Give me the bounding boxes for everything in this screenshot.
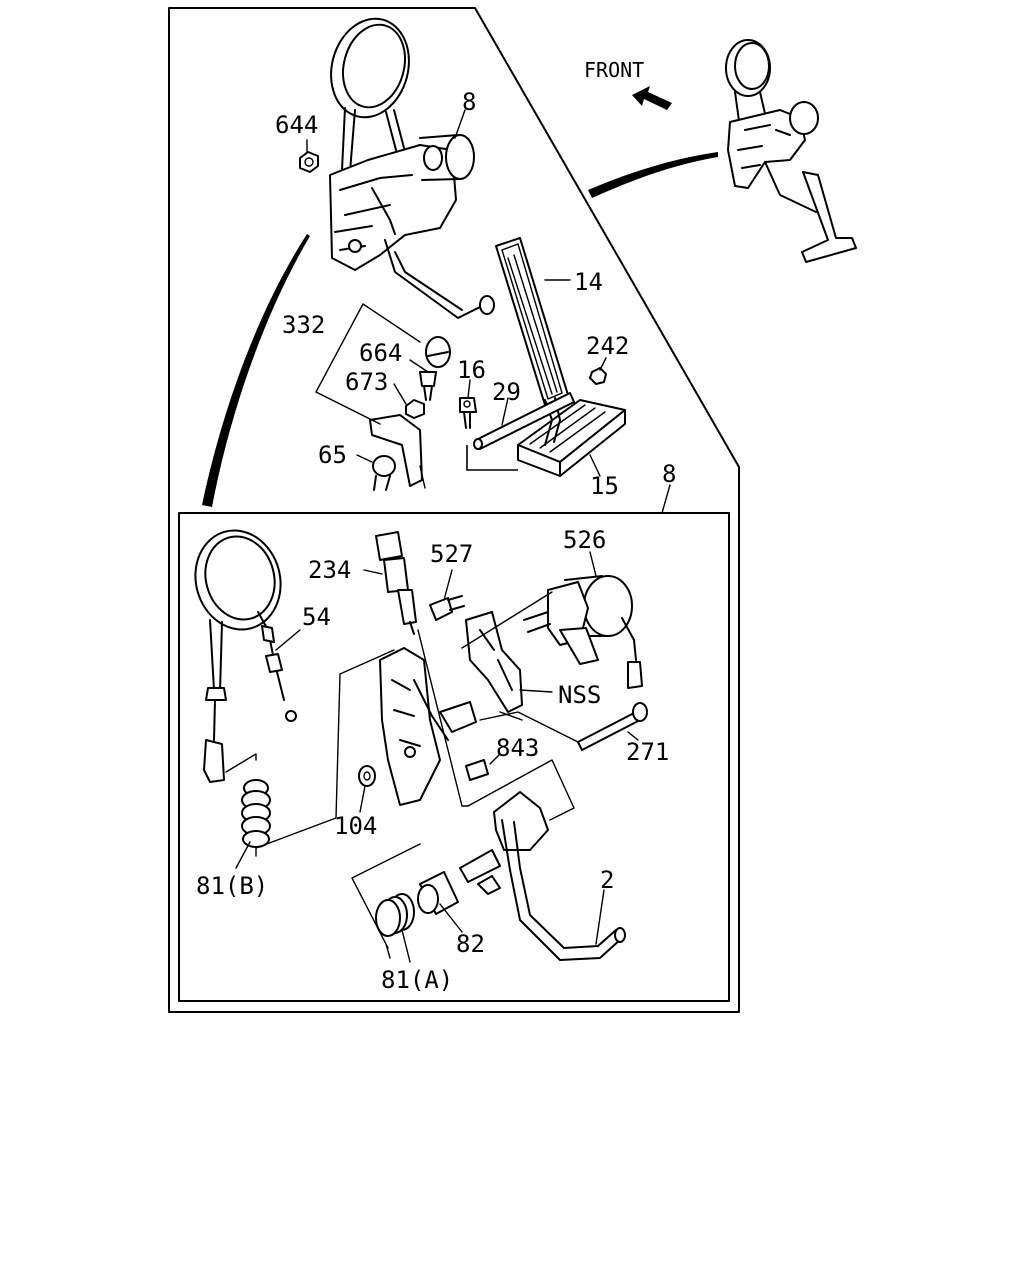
rod-29 (473, 392, 575, 450)
label-2: 2 (600, 866, 614, 894)
label-29: 29 (492, 378, 521, 406)
leader-82 (439, 903, 463, 933)
label-644: 644 (275, 111, 318, 139)
leader-8 (454, 109, 466, 139)
nut-843 (465, 759, 489, 781)
frame-81a (351, 843, 421, 959)
leader-15 (589, 454, 601, 477)
overview-assembly (725, 39, 857, 263)
spring-81a (375, 893, 415, 937)
leader-54 (275, 629, 301, 651)
label-82: 82 (456, 930, 485, 958)
leader-242 (599, 357, 607, 371)
label-234: 234 (308, 556, 351, 584)
leader-81a (401, 929, 411, 963)
bracket-65 (369, 414, 423, 491)
bolt-16 (459, 397, 477, 429)
leader-234 (363, 569, 383, 575)
washer-104 (358, 765, 376, 787)
leader-673 (393, 383, 407, 405)
leader-332 (315, 303, 426, 489)
spring-81b (241, 779, 271, 848)
pedal-pad-15 (517, 397, 626, 477)
bushing-82 (417, 849, 501, 915)
leader-104 (359, 785, 366, 813)
label-nss: NSS (558, 681, 601, 709)
curved-arrow-left (202, 234, 310, 507)
nut-242 (589, 367, 607, 385)
label-843: 843 (496, 734, 539, 762)
bracket-nss (465, 611, 523, 713)
outer-frame (168, 7, 740, 1013)
leader-2 (595, 889, 605, 945)
label-664: 664 (359, 339, 402, 367)
front-label: FRONT (584, 58, 644, 82)
leader-81b (235, 841, 251, 869)
frame-2 (467, 759, 575, 821)
leader-664 (409, 359, 429, 373)
label-527: 527 (430, 540, 473, 568)
label-15: 15 (590, 472, 619, 500)
label-16: 16 (457, 356, 486, 384)
leader-65 (356, 454, 373, 463)
leader-rod (466, 445, 518, 471)
label-8-box: 8 (662, 460, 676, 488)
bolt-527 (429, 595, 465, 621)
label-54: 54 (302, 603, 331, 631)
front-arrow-icon (632, 86, 672, 110)
label-673: 673 (345, 368, 388, 396)
curved-arrow-right (588, 152, 718, 198)
leader-16 (467, 379, 471, 399)
bolt-271 (577, 702, 648, 751)
leader-nss (519, 689, 553, 693)
leader-527 (443, 569, 453, 601)
label-8-top: 8 (462, 88, 476, 116)
leader-29 (501, 397, 509, 426)
sub-assembly-box (178, 512, 730, 1002)
top-assembly (299, 17, 495, 319)
leader-526 (589, 551, 597, 577)
main-bracket (379, 647, 477, 806)
stopper-664 (425, 336, 451, 368)
leader-271 (627, 731, 639, 741)
actuator-526 (523, 575, 643, 689)
frame-526 (461, 591, 579, 743)
label-65: 65 (318, 441, 347, 469)
leader-843 (489, 753, 501, 765)
switch-234 (375, 531, 417, 635)
label-332: 332 (282, 311, 325, 339)
label-81a: 81(A) (381, 966, 453, 994)
label-242: 242 (586, 332, 629, 360)
cable-54 (194, 529, 297, 783)
label-104: 104 (334, 812, 377, 840)
label-526: 526 (563, 526, 606, 554)
label-14: 14 (574, 268, 603, 296)
leader-8-box (661, 484, 671, 514)
label-81b: 81(B) (196, 872, 268, 900)
frame-234 (417, 629, 469, 807)
frame-81b (225, 649, 395, 857)
bolt-673 (405, 371, 437, 419)
pedal-arm-2 (477, 791, 626, 961)
label-271: 271 (626, 738, 669, 766)
